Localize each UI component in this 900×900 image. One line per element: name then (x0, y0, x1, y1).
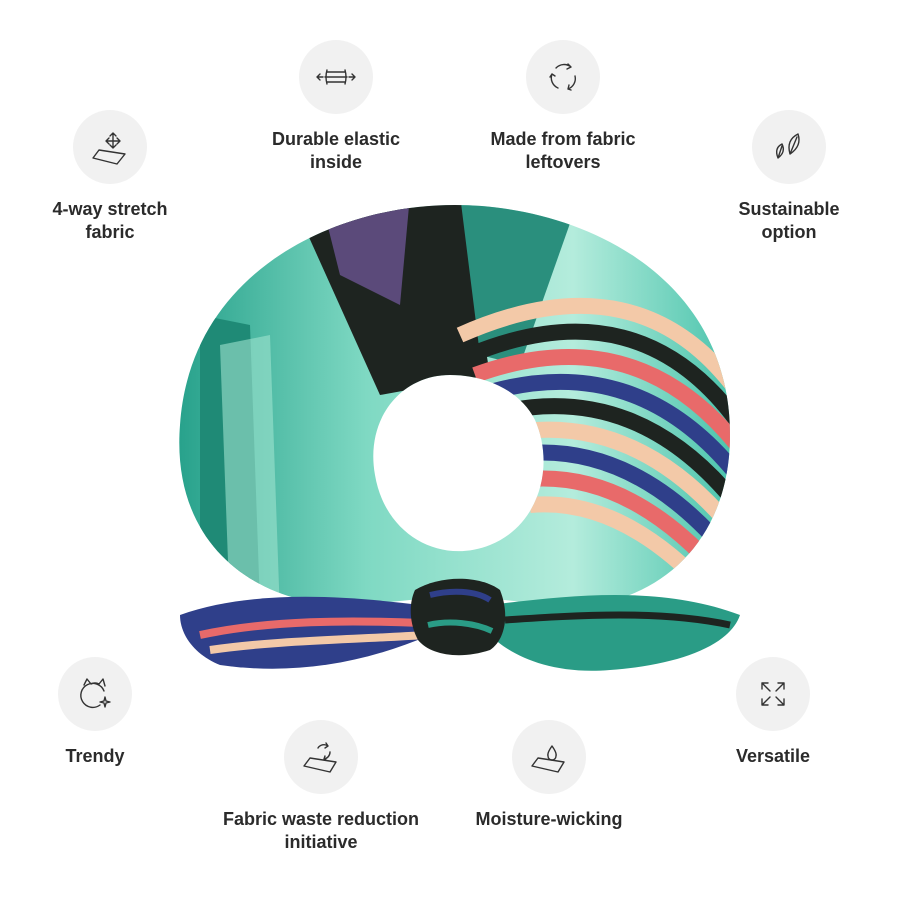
feature-label: Made from fabric leftovers (490, 129, 636, 172)
feature-label: 4-way stretch fabric (52, 199, 168, 242)
scrunchie-bow-left (180, 596, 430, 669)
feature-trendy: Trendy (0, 657, 215, 768)
scrunchie-bow-right (490, 595, 740, 671)
feature-waste: Fabric waste reduction initiative (201, 720, 441, 854)
cat-sparkle-icon (58, 657, 132, 731)
feature-label: Sustainable option (738, 199, 840, 242)
feature-sustainable: Sustainable option (669, 110, 900, 244)
leaves-icon (752, 110, 826, 184)
feature-leftovers: Made from fabric leftovers (443, 40, 683, 174)
expand-arrows-icon (736, 657, 810, 731)
scrunchie-product-image (179, 205, 740, 671)
stretch-arrows-icon (73, 110, 147, 184)
feature-versatile: Versatile (653, 657, 893, 768)
feature-elastic: Durable elastic inside (216, 40, 456, 174)
fabric-recycle-icon (284, 720, 358, 794)
feature-stretch: 4-way stretch fabric (0, 110, 230, 244)
feature-moisture: Moisture-wicking (429, 720, 669, 831)
feature-label: Trendy (65, 746, 125, 766)
feature-label: Durable elastic inside (271, 129, 401, 172)
recycle-arrows-icon (526, 40, 600, 114)
water-drop-fabric-icon (512, 720, 586, 794)
feature-label: Versatile (735, 746, 811, 766)
feature-label: Moisture-wicking (475, 809, 623, 829)
elastic-band-icon (299, 40, 373, 114)
feature-label: Fabric waste reduction initiative (222, 809, 420, 852)
